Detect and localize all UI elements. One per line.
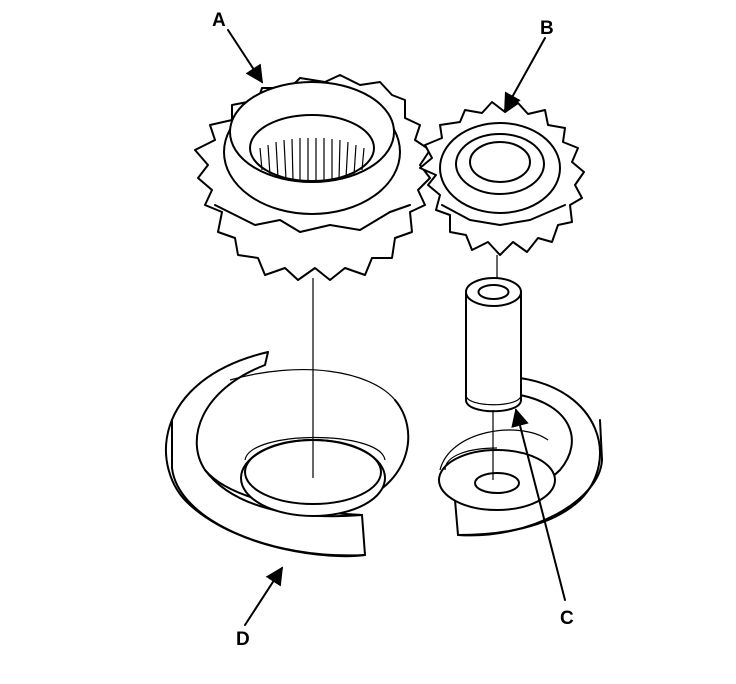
leader-arrow-d	[244, 566, 283, 626]
callout-label-d: D	[236, 629, 250, 650]
gear-a	[194, 74, 431, 281]
callout-label-a: A	[212, 10, 226, 31]
leader-arrow-a	[227, 29, 263, 84]
gear-b	[419, 101, 585, 256]
callout-label-b: B	[540, 18, 554, 39]
leader-arrow-b	[504, 37, 546, 112]
pin-shaft	[465, 277, 522, 413]
thrust-washer-small	[438, 377, 603, 537]
thrust-washer-d	[165, 351, 410, 558]
leader-arrow-c	[511, 408, 566, 601]
callout-label-c: C	[560, 608, 574, 629]
